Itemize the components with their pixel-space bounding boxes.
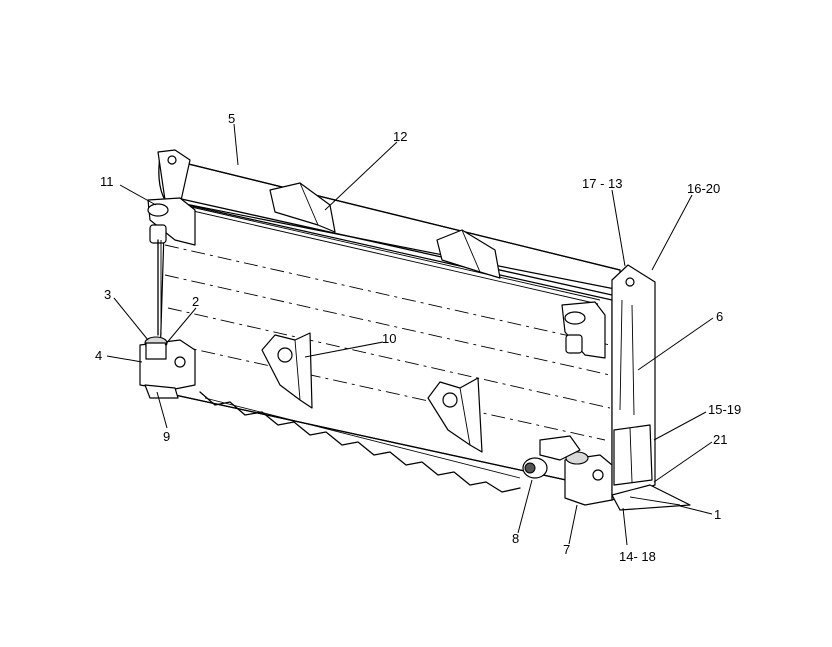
callout-3: 3 xyxy=(104,287,111,302)
callout-14-18: 14- 18 xyxy=(619,549,656,564)
callout-9: 9 xyxy=(163,429,170,444)
callout-11: 11 xyxy=(100,174,114,189)
callout-7: 7 xyxy=(563,542,570,557)
pivot-right xyxy=(522,435,613,506)
pin-assembly-11-left xyxy=(147,197,196,336)
callout-12: 12 xyxy=(393,129,407,144)
leader-lines xyxy=(106,123,714,546)
callout-5: 5 xyxy=(228,111,235,126)
bracket-10-right xyxy=(427,377,483,453)
callout-16-20: 16-20 xyxy=(687,181,720,196)
callout-10: 10 xyxy=(382,331,396,346)
gusset-12-right xyxy=(436,229,501,279)
end-plate-6 xyxy=(611,264,691,511)
callout-15-19: 15-19 xyxy=(708,402,741,417)
pivot-left xyxy=(139,336,196,399)
callout-1: 1 xyxy=(714,507,721,522)
pin-assembly-11-right xyxy=(561,301,606,359)
bracket-10-left xyxy=(261,332,313,409)
callout-21: 21 xyxy=(713,432,727,447)
callout-8: 8 xyxy=(512,531,519,546)
callout-2: 2 xyxy=(192,294,199,309)
gusset-12-left xyxy=(269,182,336,233)
callout-6: 6 xyxy=(716,309,723,324)
callout-17-13: 17 - 13 xyxy=(582,176,622,191)
left-end-bracket xyxy=(157,149,191,206)
callout-4: 4 xyxy=(95,348,102,363)
callout-labels: 1 2 3 4 5 6 7 8 9 10 11 12 17 - 13 16-20… xyxy=(95,111,741,564)
